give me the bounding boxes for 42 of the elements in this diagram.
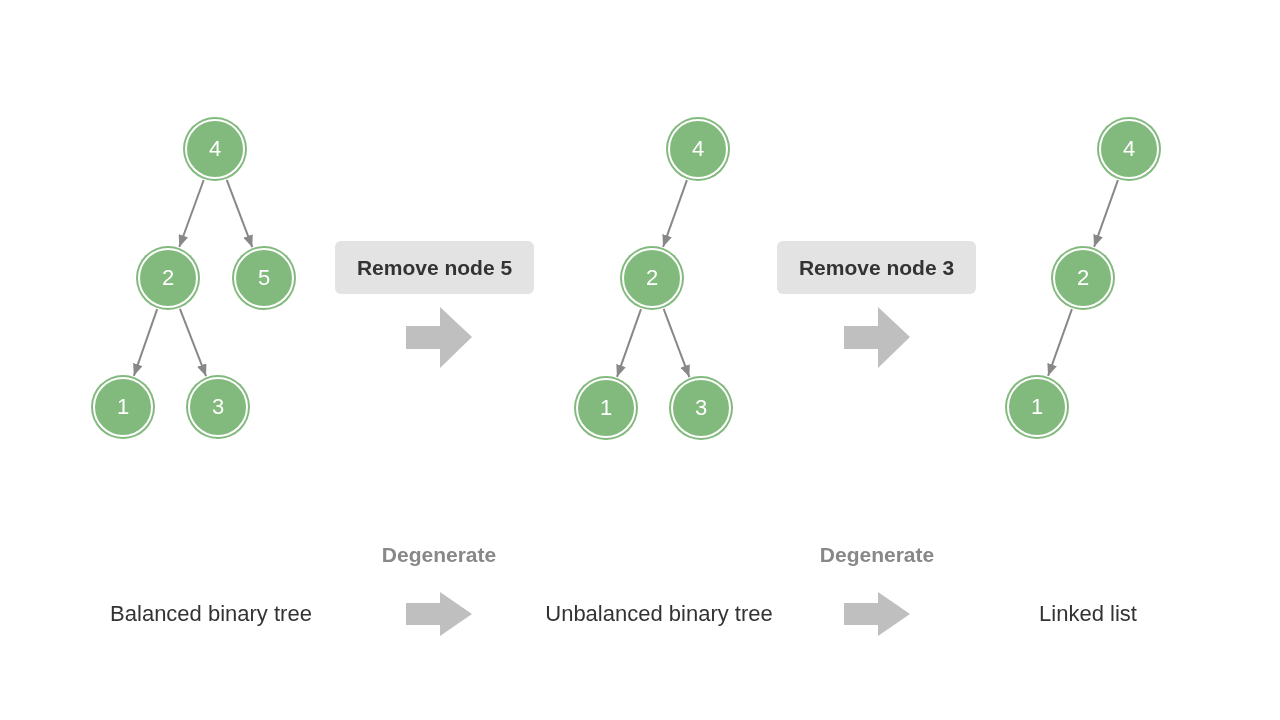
arrow — [178, 307, 208, 378]
arrow — [662, 307, 691, 379]
tree-node — [93, 377, 153, 437]
step-box — [777, 241, 976, 294]
tree-node — [185, 119, 245, 179]
arrow — [616, 308, 642, 378]
arrow — [225, 178, 254, 249]
node-value: 4 — [1122, 136, 1136, 162]
arrow — [1093, 179, 1119, 248]
tree-node — [576, 378, 636, 438]
node-value: 4 — [691, 136, 705, 162]
node-value: 1 — [116, 394, 130, 420]
node-value: 5 — [257, 265, 271, 291]
tree-node — [622, 248, 682, 308]
structure-caption: Linked list — [1039, 601, 1137, 627]
structure-caption: Balanced binary tree — [110, 601, 312, 627]
arrow — [132, 308, 159, 377]
tree-node — [1053, 248, 1113, 308]
step-caption: Remove node 5 — [356, 255, 513, 280]
arrow — [662, 179, 688, 248]
tree-node — [671, 378, 731, 438]
tree-node — [1099, 119, 1159, 179]
step-box — [335, 241, 534, 294]
node-value: 4 — [208, 136, 222, 162]
transition-label: Degenerate — [819, 543, 935, 567]
tree-node — [1007, 377, 1067, 437]
node-value: 2 — [645, 265, 659, 291]
arrow — [178, 179, 205, 248]
tree-node — [188, 377, 248, 437]
node-value: 3 — [694, 395, 708, 421]
tree-node — [234, 248, 294, 308]
arrow — [1047, 308, 1073, 377]
node-value: 2 — [1076, 265, 1090, 291]
transition-label: Degenerate — [381, 543, 497, 567]
structure-caption: Unbalanced binary tree — [545, 601, 773, 627]
tree-node — [138, 248, 198, 308]
step-caption: Remove node 3 — [798, 255, 955, 280]
tree-node — [668, 119, 728, 179]
node-value: 3 — [211, 394, 225, 420]
node-value: 1 — [599, 395, 613, 421]
node-value: 2 — [161, 265, 175, 291]
node-value: 1 — [1030, 394, 1044, 420]
